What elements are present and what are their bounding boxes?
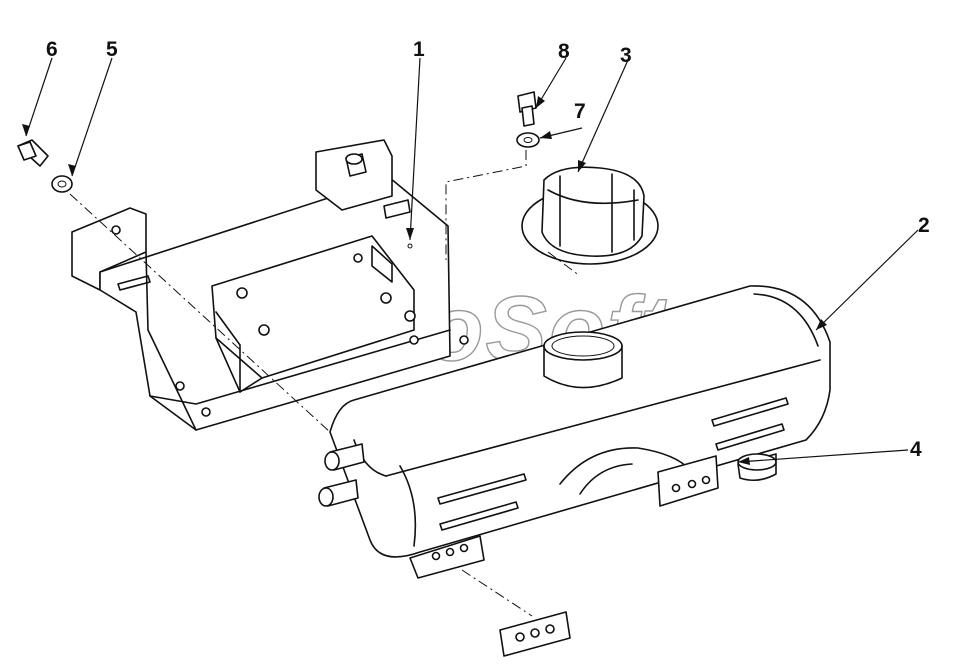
washer-and-bolt-left (17, 139, 73, 193)
filler-cap (521, 166, 659, 265)
callout-6: 6 (46, 38, 58, 61)
washer-and-bolt-right (516, 91, 540, 148)
callout-3: 3 (620, 44, 632, 67)
callout-4: 4 (910, 438, 922, 461)
expansion-tank (318, 285, 831, 579)
assembly-lines (69, 150, 581, 617)
leader-lines (22, 57, 919, 465)
callout-5: 5 (106, 38, 118, 61)
callout-8: 8 (558, 40, 570, 63)
mounting-plate (499, 611, 571, 657)
callout-7: 7 (574, 100, 586, 123)
callout-1: 1 (413, 38, 425, 61)
mounting-bracket (71, 139, 469, 431)
callout-2: 2 (918, 214, 930, 237)
